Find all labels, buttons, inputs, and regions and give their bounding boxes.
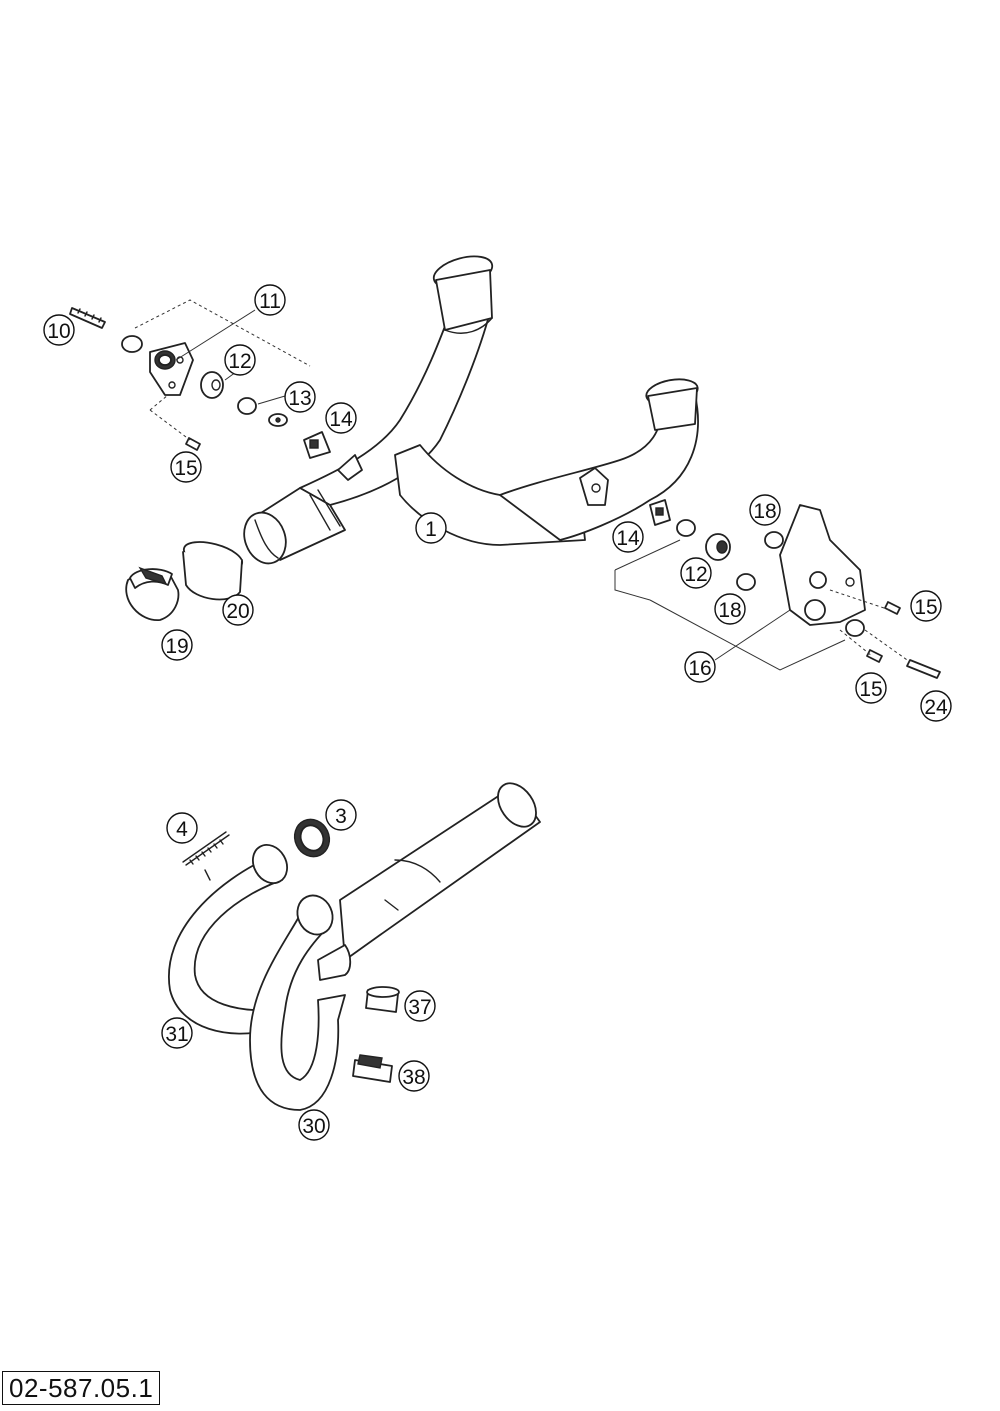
svg-text:10: 10: [47, 320, 70, 343]
left-mount-hardware: [69, 299, 331, 459]
drawing-code-label: 02-587.05.1: [2, 1371, 161, 1405]
callout-20: 20: [222, 594, 254, 626]
svg-text:15: 15: [914, 596, 937, 619]
callout-38: 38: [398, 1060, 430, 1092]
svg-text:37: 37: [408, 996, 431, 1019]
svg-text:38: 38: [402, 1066, 425, 1089]
svg-text:14: 14: [329, 408, 353, 431]
callout-3: 3: [325, 799, 357, 831]
svg-text:3: 3: [335, 805, 347, 828]
svg-text:31: 31: [165, 1023, 188, 1046]
svg-text:16: 16: [688, 657, 711, 680]
callout-15-right-upper: 15: [910, 590, 942, 622]
svg-text:12: 12: [228, 350, 251, 373]
callout-18-lower: 18: [714, 593, 746, 625]
callout-37: 37: [404, 990, 436, 1022]
callout-14-left: 14: [325, 402, 357, 434]
callout-12-right: 12: [680, 557, 712, 589]
svg-text:18: 18: [718, 599, 741, 622]
callout-4: 4: [166, 812, 198, 844]
callout-24: 24: [920, 690, 952, 722]
callout-10: 10: [43, 314, 75, 346]
callout-13: 13: [284, 381, 316, 413]
svg-text:18: 18: [753, 500, 776, 523]
svg-text:24: 24: [924, 696, 948, 719]
svg-text:14: 14: [616, 527, 640, 550]
svg-text:20: 20: [226, 600, 249, 623]
callout-1: 1: [415, 512, 447, 544]
callout-15-right-lower: 15: [855, 672, 887, 704]
callout-30: 30: [298, 1109, 330, 1141]
svg-text:11: 11: [259, 290, 281, 313]
callout-14-right: 14: [612, 521, 644, 553]
svg-text:15: 15: [859, 678, 882, 701]
svg-text:19: 19: [165, 635, 188, 658]
callout-16: 16: [684, 651, 716, 683]
callout-31: 31: [161, 1017, 193, 1049]
callout-11: 11: [254, 284, 286, 316]
svg-text:12: 12: [684, 563, 707, 586]
svg-text:30: 30: [302, 1115, 325, 1138]
callout-18-upper: 18: [749, 494, 781, 526]
svg-text:1: 1: [425, 518, 437, 541]
clamp-and-sleeve: [125, 541, 244, 621]
callout-15-left: 15: [170, 451, 202, 483]
callout-12-left: 12: [224, 344, 256, 376]
svg-text:4: 4: [176, 818, 188, 841]
svg-text:15: 15: [174, 457, 197, 480]
callout-19: 19: [161, 629, 193, 661]
right-mount-hardware: [614, 499, 941, 679]
header-pipes: [168, 782, 541, 1111]
svg-text:13: 13: [288, 387, 311, 410]
